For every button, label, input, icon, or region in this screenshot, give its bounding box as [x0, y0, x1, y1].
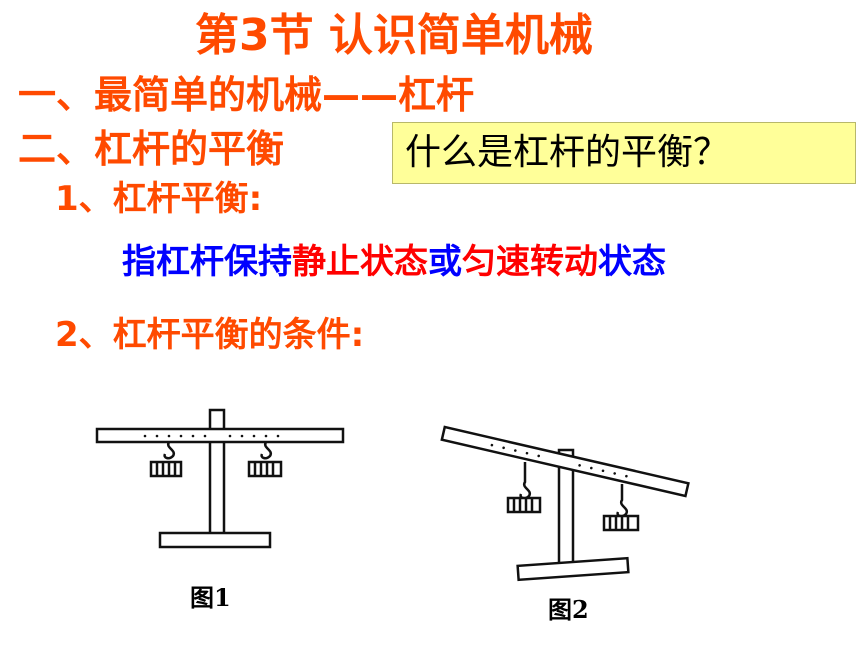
- right-weight: [602, 484, 640, 532]
- question-text: 什么是杠杆的平衡？: [405, 132, 730, 173]
- point-lever-balance: 1、杠杆平衡:: [55, 179, 263, 219]
- definition-part-3: 或: [428, 242, 462, 282]
- figure-1-balanced-lever: [95, 408, 345, 549]
- definition-part-1: 指杠杆保持: [122, 242, 292, 282]
- left-weight: [149, 441, 183, 478]
- figure-1-caption: 图1: [190, 583, 231, 612]
- definition-part-2: 静止状态: [292, 242, 428, 282]
- lever-beam: [440, 425, 690, 498]
- lever-stand-base: [516, 556, 630, 582]
- point-balance-condition: 2、杠杆平衡的条件:: [55, 315, 365, 355]
- lever-balance-definition: 指杠杆保持静止状态或匀速转动状态: [122, 245, 666, 279]
- definition-part-5: 状态: [598, 242, 666, 282]
- heading-simplest-machine-lever: 一、最简单的机械——杠杆: [18, 73, 475, 117]
- figure-2-tilted-lever: [440, 425, 690, 582]
- lever-beam: [95, 427, 345, 444]
- heading-lever-balance: 二、杠杆的平衡: [18, 127, 285, 171]
- lever-stand-base: [158, 531, 272, 549]
- question-box: 什么是杠杆的平衡？: [392, 122, 856, 184]
- slide-title: 第3节 认识简单机械: [195, 10, 593, 61]
- definition-part-4: 匀速转动: [462, 242, 598, 282]
- right-weight: [247, 441, 283, 478]
- figure-2-caption: 图2: [548, 595, 589, 624]
- left-weight: [506, 462, 542, 514]
